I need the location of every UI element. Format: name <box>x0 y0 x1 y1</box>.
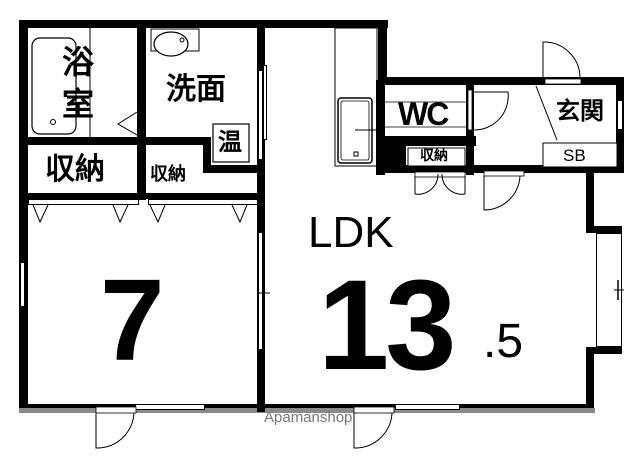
balcony-door-right-icon <box>353 412 393 449</box>
folding-door-icon <box>32 204 49 224</box>
window-entrance <box>617 100 623 130</box>
room-label-washroom: 洗面 <box>166 72 226 107</box>
wall-top-ldk <box>262 20 388 28</box>
wall-entrance-bottom <box>376 165 624 173</box>
wc-closet-box <box>407 147 466 167</box>
balcony-rail <box>19 408 595 413</box>
closet-rail-right <box>148 199 258 205</box>
window-ldk-left <box>263 65 267 140</box>
window-room7-ldk <box>258 232 263 350</box>
folding-door-icon <box>231 204 248 224</box>
wall-wash-bottom-b <box>203 165 265 173</box>
wall-closets-bottom <box>19 193 265 199</box>
wall-bath-bottom <box>19 137 147 145</box>
room-label-water-heater: 温 <box>218 128 242 156</box>
room-label-toilet: WC <box>398 96 449 132</box>
bathtub-icon <box>31 37 77 135</box>
folding-door-icon <box>149 204 166 224</box>
wall-room7-ldk <box>257 20 265 412</box>
wall-left <box>19 20 28 412</box>
wc-door-swing-icon <box>473 91 509 131</box>
bath-door-icon <box>117 111 138 136</box>
kitchen-counter <box>334 27 378 167</box>
closet-rail-left <box>28 199 139 205</box>
wall-right-upper <box>586 165 594 231</box>
room-label-closet-wc: 収納 <box>420 148 448 164</box>
entrance-step-line <box>535 85 558 141</box>
room-size-ldk-main: 13 <box>318 254 456 397</box>
wall-wash-step <box>203 137 211 171</box>
wall-bath-wash <box>137 20 146 200</box>
sash-ldk-bottom <box>395 404 460 410</box>
window-wash <box>258 70 263 160</box>
ldk-door-swing-icon <box>483 175 521 211</box>
room-label-closet-small: 収納 <box>150 164 186 185</box>
room-label-entrance: 玄関 <box>556 97 604 125</box>
wall-right-lower <box>586 347 594 412</box>
folding-door-icon <box>112 204 129 224</box>
window-room7-left <box>20 262 25 307</box>
room-label-closet-left: 収納 <box>45 152 105 187</box>
drain-icon <box>50 119 56 125</box>
balcony-door-left-icon <box>95 412 135 449</box>
entrance-door-swing-icon <box>542 41 581 78</box>
closet-door-swing-icon <box>414 173 439 195</box>
water-heater-box <box>212 123 250 163</box>
watermark: Apamanshop <box>264 409 353 426</box>
room-label-shoe-box: SB <box>563 146 586 165</box>
wall-bay-bottom <box>586 347 622 354</box>
wall-wash-bottom-a <box>137 137 211 145</box>
wall-wc-bottom <box>376 136 476 146</box>
wall-closet-wc-left <box>376 146 406 173</box>
room-label-bath-1: 浴 <box>62 43 95 81</box>
wall-bay-top <box>586 226 622 233</box>
room-size-ldk-fraction: .5 <box>483 315 524 368</box>
wall-ldk-divider-top <box>378 20 387 82</box>
shoe-box-rect <box>542 142 618 168</box>
room-label-ldk: LDK <box>308 208 394 257</box>
wall-top-entrance <box>378 77 624 85</box>
wall-wc-left <box>376 80 385 175</box>
room-size-western: 7 <box>100 255 165 385</box>
room-label-bath-2: 室 <box>62 85 95 123</box>
